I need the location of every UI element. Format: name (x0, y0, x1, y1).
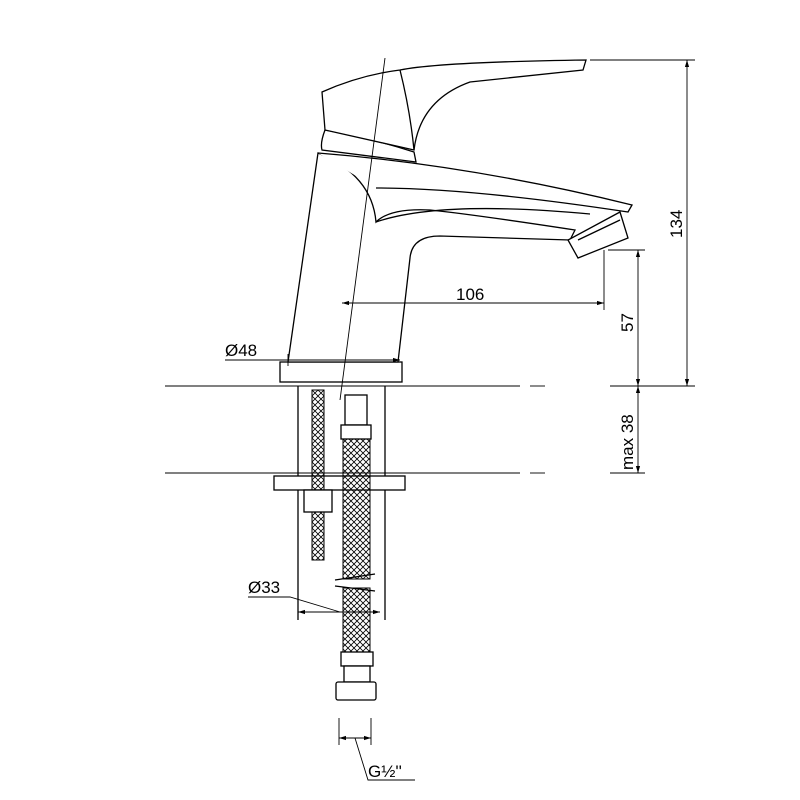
dim-connection-thread: G½'' (368, 762, 402, 781)
dim-total-height: 134 (667, 210, 686, 238)
countertop-lines (165, 385, 695, 474)
dim-spout-reach: 106 (456, 285, 484, 304)
dim-shank-diameter: Ø33 (248, 578, 280, 597)
dim-base-diameter: Ø48 (225, 341, 257, 360)
dimension-lines (225, 59, 695, 781)
mounting-parts (273, 386, 406, 701)
dim-max-thickness: max 38 (618, 414, 637, 470)
dim-spout-height: 57 (618, 313, 637, 332)
faucet-body (279, 57, 633, 401)
